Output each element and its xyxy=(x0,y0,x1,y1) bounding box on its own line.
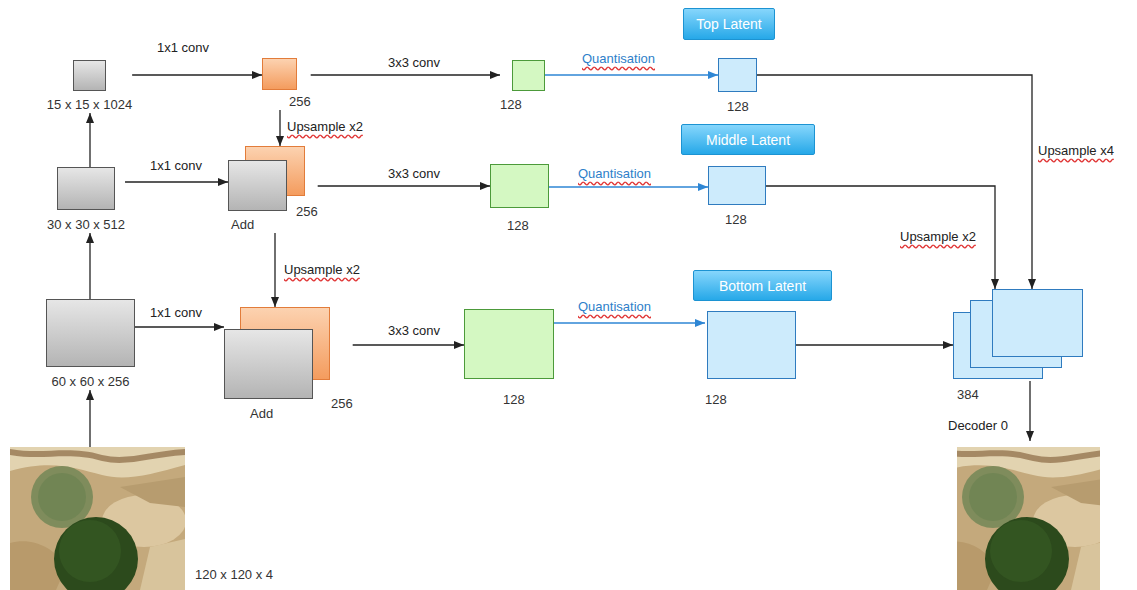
blue-shape xyxy=(707,311,796,379)
reconstructed-image xyxy=(941,447,1117,590)
grey-shape xyxy=(228,160,287,211)
edge-label: Upsample x2 xyxy=(284,262,360,278)
dimension-label: 128 xyxy=(725,212,747,228)
dimension-label: 128 xyxy=(705,392,727,408)
grey-shape xyxy=(57,167,115,210)
edge-label: Quantisation xyxy=(578,299,651,315)
connector-arrow xyxy=(279,110,280,146)
connector-arrow xyxy=(132,74,262,75)
edge-label: 1x1 conv xyxy=(157,40,209,56)
latent-box: 128 xyxy=(708,166,766,228)
feature-box: 60 x 60 x 256 xyxy=(46,299,135,390)
feature-box: 15 x 15 x 1024 xyxy=(47,60,132,113)
connector-arrow xyxy=(89,113,90,167)
connector-arrow xyxy=(353,344,464,345)
dimension-label: 128 xyxy=(500,97,522,113)
dimension-label: 60 x 60 x 256 xyxy=(51,374,129,390)
decoder-arrow xyxy=(1029,381,1030,441)
green-shape xyxy=(464,309,554,379)
grey-shape xyxy=(224,329,313,399)
grey-shape xyxy=(46,299,135,367)
merge-stack: Add 256 xyxy=(224,307,353,422)
edge-label: 3x3 conv xyxy=(388,166,440,182)
latent-title: Middle Latent xyxy=(706,132,790,148)
edge-label: 1x1 conv xyxy=(150,158,202,174)
dimension-label: Add xyxy=(250,406,273,422)
feature-box: 30 x 30 x 512 xyxy=(47,167,125,233)
connector-arrow xyxy=(549,186,708,187)
dimension-label: 384 xyxy=(957,387,979,403)
dimension-label: 256 xyxy=(296,204,318,220)
conv-box: 256 xyxy=(262,58,311,110)
connector-arrow xyxy=(89,390,90,447)
latent-box: 128 xyxy=(705,311,796,408)
connector-arrow xyxy=(554,322,705,323)
connector-arrow xyxy=(796,344,953,345)
latent-box: 128 xyxy=(718,58,757,115)
edge-label: Upsample x2 xyxy=(287,119,363,135)
dimension-label: 128 xyxy=(727,99,749,115)
connector-arrow xyxy=(274,233,275,307)
connector-arrow xyxy=(89,233,90,299)
blue-shape xyxy=(992,289,1083,357)
blue-shape xyxy=(708,166,766,205)
img-shape xyxy=(10,447,185,590)
connector-arrow xyxy=(125,181,228,182)
conv-box: 128 xyxy=(490,164,549,234)
edge-label: 3x3 conv xyxy=(388,55,440,71)
dimension-label: 256 xyxy=(331,396,353,412)
blue-shape xyxy=(718,58,757,92)
dimension-label: 30 x 30 x 512 xyxy=(47,217,125,233)
grey-shape xyxy=(73,60,106,91)
orange-shape xyxy=(262,58,297,90)
latent-title: Bottom Latent xyxy=(719,278,806,294)
decoder-stack: 384 xyxy=(953,289,1083,403)
input-image: 120 x 120 x 4 xyxy=(10,447,273,590)
edge-label: 1x1 conv xyxy=(150,305,202,321)
connector-arrow xyxy=(135,326,224,327)
green-shape xyxy=(512,60,545,91)
satellite-image xyxy=(10,447,186,590)
conv-box: 128 xyxy=(464,309,554,408)
dimension-label: 128 xyxy=(507,218,529,234)
latent-title: Top Latent xyxy=(696,16,761,32)
connector-arrow xyxy=(757,75,1032,289)
connector-arrow xyxy=(545,74,718,75)
merge-stack: 256Add xyxy=(228,146,318,233)
dimension-label: Add xyxy=(231,217,254,233)
latent-tag: Middle Latent xyxy=(681,124,815,155)
connector-arrow xyxy=(318,185,490,186)
stage-label: Decoder 0 xyxy=(948,418,1008,434)
edge-label: Upsample x4 xyxy=(1038,143,1114,159)
dimension-label: 256 xyxy=(289,94,311,110)
latent-tag: Top Latent xyxy=(683,8,775,40)
connector-arrow xyxy=(311,74,500,75)
edge-label: Quantisation xyxy=(578,166,651,182)
edge-label: 3x3 conv xyxy=(388,323,440,339)
edge-label: Quantisation xyxy=(582,51,655,67)
edge-label: Upsample x2 xyxy=(900,229,976,245)
conv-box: 128 xyxy=(500,60,545,113)
latent-tag: Bottom Latent xyxy=(693,270,832,301)
dimension-label: 15 x 15 x 1024 xyxy=(47,97,132,113)
dimension-label: 120 x 120 x 4 xyxy=(195,567,273,583)
green-shape xyxy=(490,164,549,208)
dimension-label: 128 xyxy=(503,392,525,408)
